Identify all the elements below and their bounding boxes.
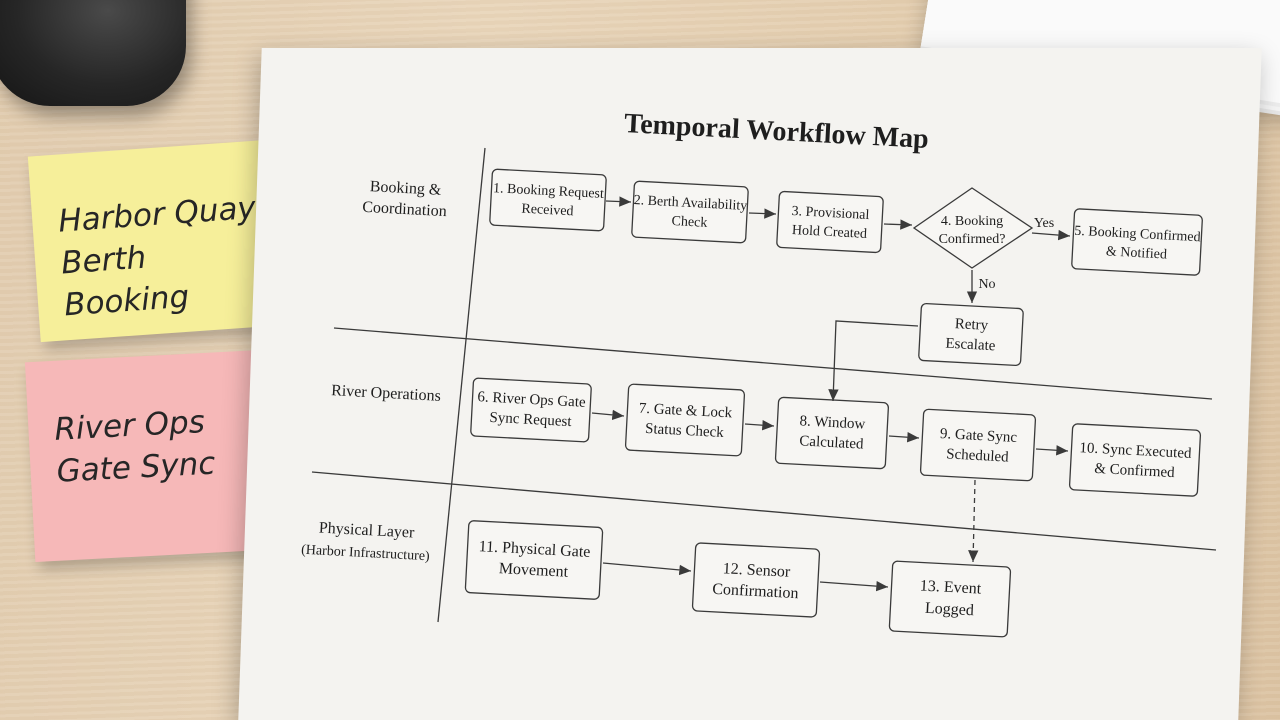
- lane-label-river: River Operations: [331, 382, 441, 405]
- node-4-line-2: Confirmed?: [939, 232, 1006, 247]
- arrow-7-8: [744, 420, 775, 431]
- lane-river-line-1: River Operations: [331, 382, 441, 405]
- node-9-line-2: Scheduled: [946, 446, 1010, 465]
- node-8-line-1: 8. Window: [799, 413, 866, 432]
- node-13-line-1: 13. Event: [919, 577, 982, 597]
- arrow-9-10: [1035, 445, 1069, 456]
- lane-booking-line-2: Coordination: [362, 199, 447, 220]
- lane-physical-line-1: Physical Layer: [318, 520, 415, 542]
- node-6-line-2: Sync Request: [489, 410, 573, 430]
- node-retry-escalate: Retry Escalate: [918, 302, 1024, 367]
- node-3-line-1: 3. Provisional: [791, 204, 870, 223]
- node-2-line-2: Check: [671, 214, 708, 231]
- node-4-line-1: 4. Booking: [941, 214, 1003, 229]
- lane-divider-1: [333, 327, 1213, 400]
- lane-divider-vertical: [437, 147, 486, 623]
- node-11-line-2: Movement: [498, 560, 569, 581]
- node-6: 6. River Ops Gate Sync Request: [470, 377, 592, 443]
- node-1: 1. Booking Request Received: [489, 168, 607, 232]
- node-5-line-1: 5. Booking Confirmed: [1074, 224, 1201, 246]
- edge-label-yes: Yes: [1034, 216, 1054, 231]
- node-10: 10. Sync Executed & Confirmed: [1068, 423, 1202, 497]
- node-5-line-2: & Notified: [1106, 244, 1168, 262]
- arrow-3-4: [883, 219, 913, 230]
- arrow-9-13-dashed: [968, 479, 979, 563]
- node-12: 12. Sensor Confirmation: [691, 542, 821, 618]
- node-2-line-1: 2. Berth Availability: [633, 193, 747, 214]
- node-4-decision: 4. Booking Confirmed?: [912, 187, 1034, 269]
- node-10-line-1: 10. Sync Executed: [1079, 440, 1192, 462]
- node-7-line-2: Status Check: [645, 421, 725, 441]
- node-1-line-2: Received: [521, 202, 574, 220]
- node-8: 8. Window Calculated: [774, 396, 889, 470]
- edge-label-no: No: [978, 277, 995, 292]
- arrow-6-7: [591, 409, 625, 421]
- coffee-mug: [0, 0, 186, 106]
- node-7: 7. Gate & Lock Status Check: [624, 383, 746, 457]
- node-1-line-1: 1. Booking Request: [493, 181, 605, 202]
- node-9: 9. Gate Sync Scheduled: [919, 408, 1037, 482]
- node-12-line-2: Confirmation: [712, 581, 799, 602]
- node-13: 13. Event Logged: [888, 560, 1012, 638]
- arrow-4-5-yes: [1031, 229, 1071, 241]
- lane-physical-line-2: (Harbor Infrastructure): [301, 543, 431, 565]
- node-8-line-2: Calculated: [799, 433, 864, 452]
- node-6-line-1: 6. River Ops Gate: [477, 389, 586, 411]
- arrow-retry-to-8: [828, 320, 919, 402]
- diagram-title: Temporal Workflow Map: [623, 108, 929, 155]
- node-3: 3. Provisional Hold Created: [776, 190, 884, 254]
- node-7-line-1: 7. Gate & Lock: [638, 401, 733, 422]
- node-2: 2. Berth Availability Check: [631, 180, 749, 244]
- arrow-2-3: [748, 208, 777, 219]
- node-9-line-1: 9. Gate Sync: [940, 426, 1018, 446]
- node-retry-line-1: Retry: [954, 316, 989, 334]
- lane-divider-2: [311, 471, 1217, 551]
- arrow-11-12: [602, 562, 692, 576]
- lane-label-physical: Physical Layer (Harbor Infrastructure): [301, 520, 431, 565]
- node-10-line-2: & Confirmed: [1094, 461, 1176, 481]
- node-12-line-1: 12. Sensor: [722, 560, 791, 581]
- node-retry-line-2: Escalate: [945, 336, 996, 355]
- lane-booking-line-1: Booking &: [369, 178, 442, 199]
- node-3-line-2: Hold Created: [792, 223, 868, 242]
- arrow-12-13: [819, 580, 889, 592]
- node-11-line-1: 11. Physical Gate: [478, 538, 591, 561]
- lane-label-booking: Booking & Coordination: [362, 178, 447, 220]
- node-11: 11. Physical Gate Movement: [464, 520, 604, 600]
- node-5: 5. Booking Confirmed & Notified: [1071, 208, 1203, 276]
- arrow-8-9: [888, 432, 920, 443]
- node-13-line-2: Logged: [925, 600, 975, 620]
- arrow-1-2: [605, 196, 632, 207]
